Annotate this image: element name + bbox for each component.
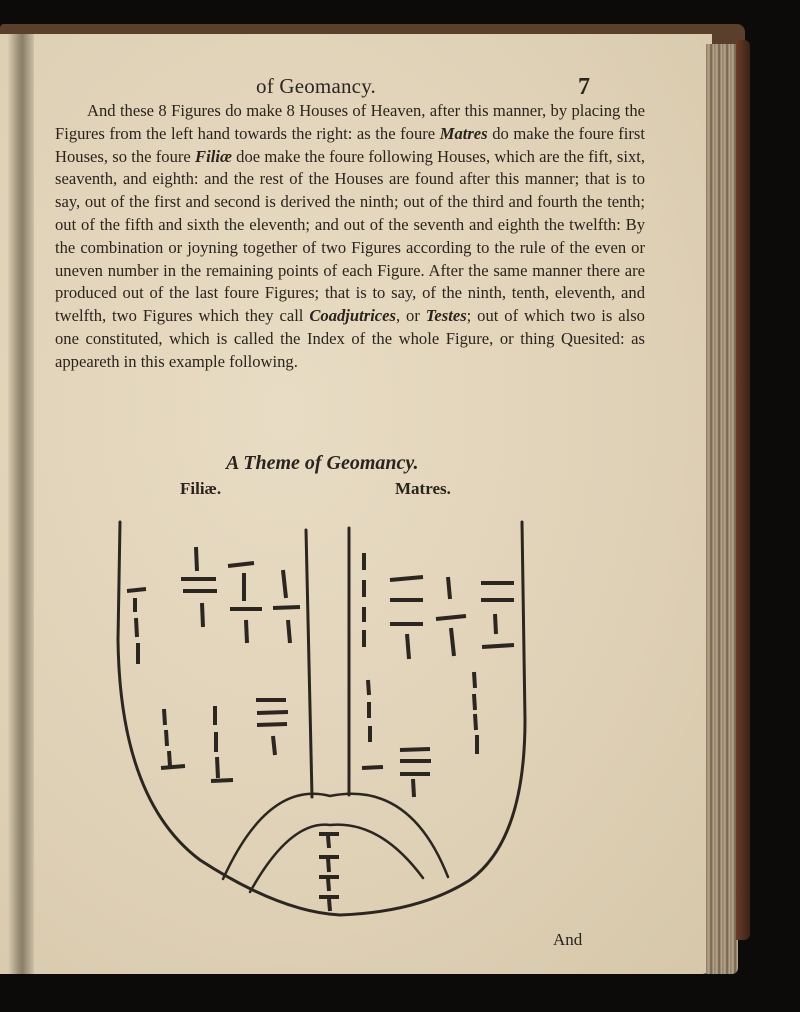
diagram-outer-frame bbox=[116, 520, 527, 917]
text-segment: do make the foure first Houses, so the f… bbox=[55, 123, 645, 166]
text-segment: , or bbox=[396, 306, 426, 326]
body-paragraph: And these 8 Figures do make 8 Houses of … bbox=[55, 100, 645, 374]
figure-filia-1 bbox=[126, 587, 147, 664]
page-number: 7 bbox=[578, 74, 590, 100]
figure-nepos-5 bbox=[472, 671, 479, 754]
figure-caption: A Theme of Geomancy. bbox=[226, 452, 419, 474]
figure-nepos-1 bbox=[160, 708, 186, 770]
italic-term-matres: Matres bbox=[439, 123, 488, 143]
geomantic-figures bbox=[126, 546, 515, 912]
page-gutter bbox=[8, 34, 34, 974]
figure-filia-2 bbox=[181, 546, 217, 628]
page-fore-edge bbox=[706, 44, 738, 974]
text-segment: doe make the foure following Houses, whi… bbox=[55, 146, 646, 326]
figure-filia-3 bbox=[227, 561, 262, 644]
label-filiae: Filiæ. bbox=[180, 479, 222, 498]
figure-mater-4 bbox=[481, 581, 515, 649]
figure-index bbox=[319, 832, 339, 912]
figure-filia-4 bbox=[272, 569, 301, 644]
italic-term-filiae: Filiæ bbox=[195, 146, 232, 166]
figure-mater-2 bbox=[389, 575, 424, 660]
figure-nepos-2 bbox=[210, 706, 234, 783]
figure-nepos-6 bbox=[399, 747, 431, 798]
figure-mater-3 bbox=[435, 576, 467, 657]
italic-term-testes: Testes bbox=[425, 306, 467, 326]
running-head: of Geomancy. bbox=[256, 74, 376, 98]
book-cover-edge bbox=[736, 40, 750, 940]
index-arc bbox=[248, 823, 425, 894]
divider-left bbox=[304, 528, 314, 799]
text-segment: And these 8 Figures do make 8 Houses of … bbox=[55, 101, 645, 143]
figure-nepos-4 bbox=[361, 679, 384, 770]
figure-nepos-3 bbox=[256, 698, 289, 756]
text-segment: ; out of which two is also one constitut… bbox=[55, 306, 645, 371]
book-page bbox=[0, 34, 712, 974]
testes-arc bbox=[221, 792, 450, 881]
label-matres: Matres. bbox=[395, 479, 451, 498]
catchword: And bbox=[553, 930, 583, 949]
italic-term-coadjutrices: Coadjutrices bbox=[309, 306, 396, 326]
